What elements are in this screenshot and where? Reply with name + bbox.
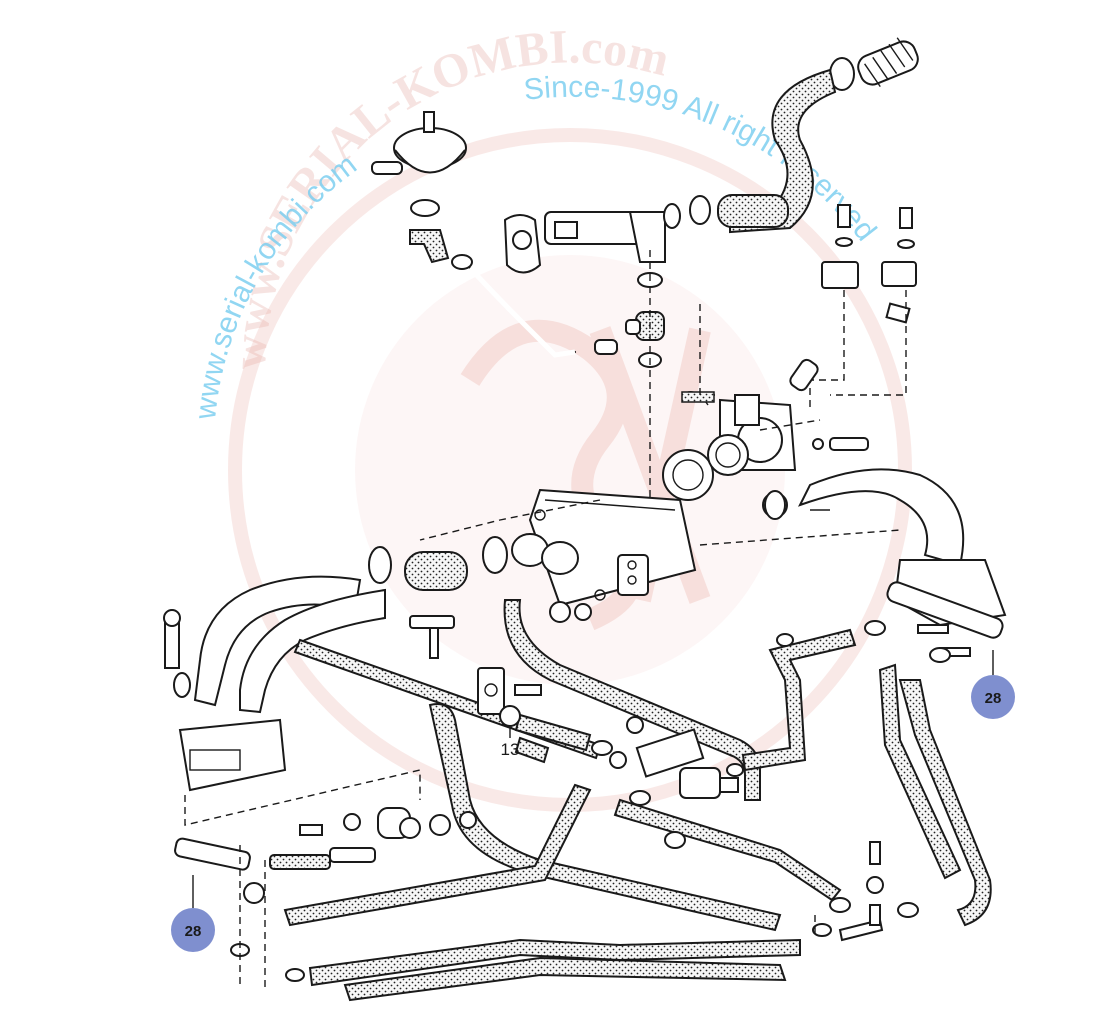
dotted-hoses xyxy=(283,599,992,1002)
callout-badge xyxy=(171,908,215,952)
intake-plenum xyxy=(511,488,697,607)
vacuum-diaphragm xyxy=(371,111,577,358)
callout-28-left: 28 xyxy=(171,875,215,952)
corrugated-boot xyxy=(857,37,919,88)
intake-sleeves xyxy=(368,536,508,591)
small-elbow-hose xyxy=(409,229,450,264)
callout-13: 13 xyxy=(501,726,520,759)
intake-bellows-hose xyxy=(689,37,919,234)
hose-clamp xyxy=(689,195,711,225)
connector-fittings xyxy=(594,272,665,368)
switch-assembly xyxy=(809,204,917,410)
callout-badge xyxy=(971,675,1015,719)
auxiliary-air-valve xyxy=(503,203,681,274)
callout-28-right: 28 xyxy=(971,650,1015,719)
dotted-bend-hose xyxy=(729,68,837,234)
throttle-body xyxy=(662,358,869,518)
hose-clamp xyxy=(451,254,473,270)
callout-label: 28 xyxy=(985,690,1002,707)
callout-label: 13 xyxy=(501,740,520,759)
assembly-lines xyxy=(239,250,901,990)
hose-clamp xyxy=(410,199,440,217)
left-intake-runners xyxy=(163,575,421,826)
small-hardware xyxy=(174,581,1004,982)
callout-label: 28 xyxy=(185,923,202,940)
dotted-straight-hose xyxy=(717,194,789,228)
